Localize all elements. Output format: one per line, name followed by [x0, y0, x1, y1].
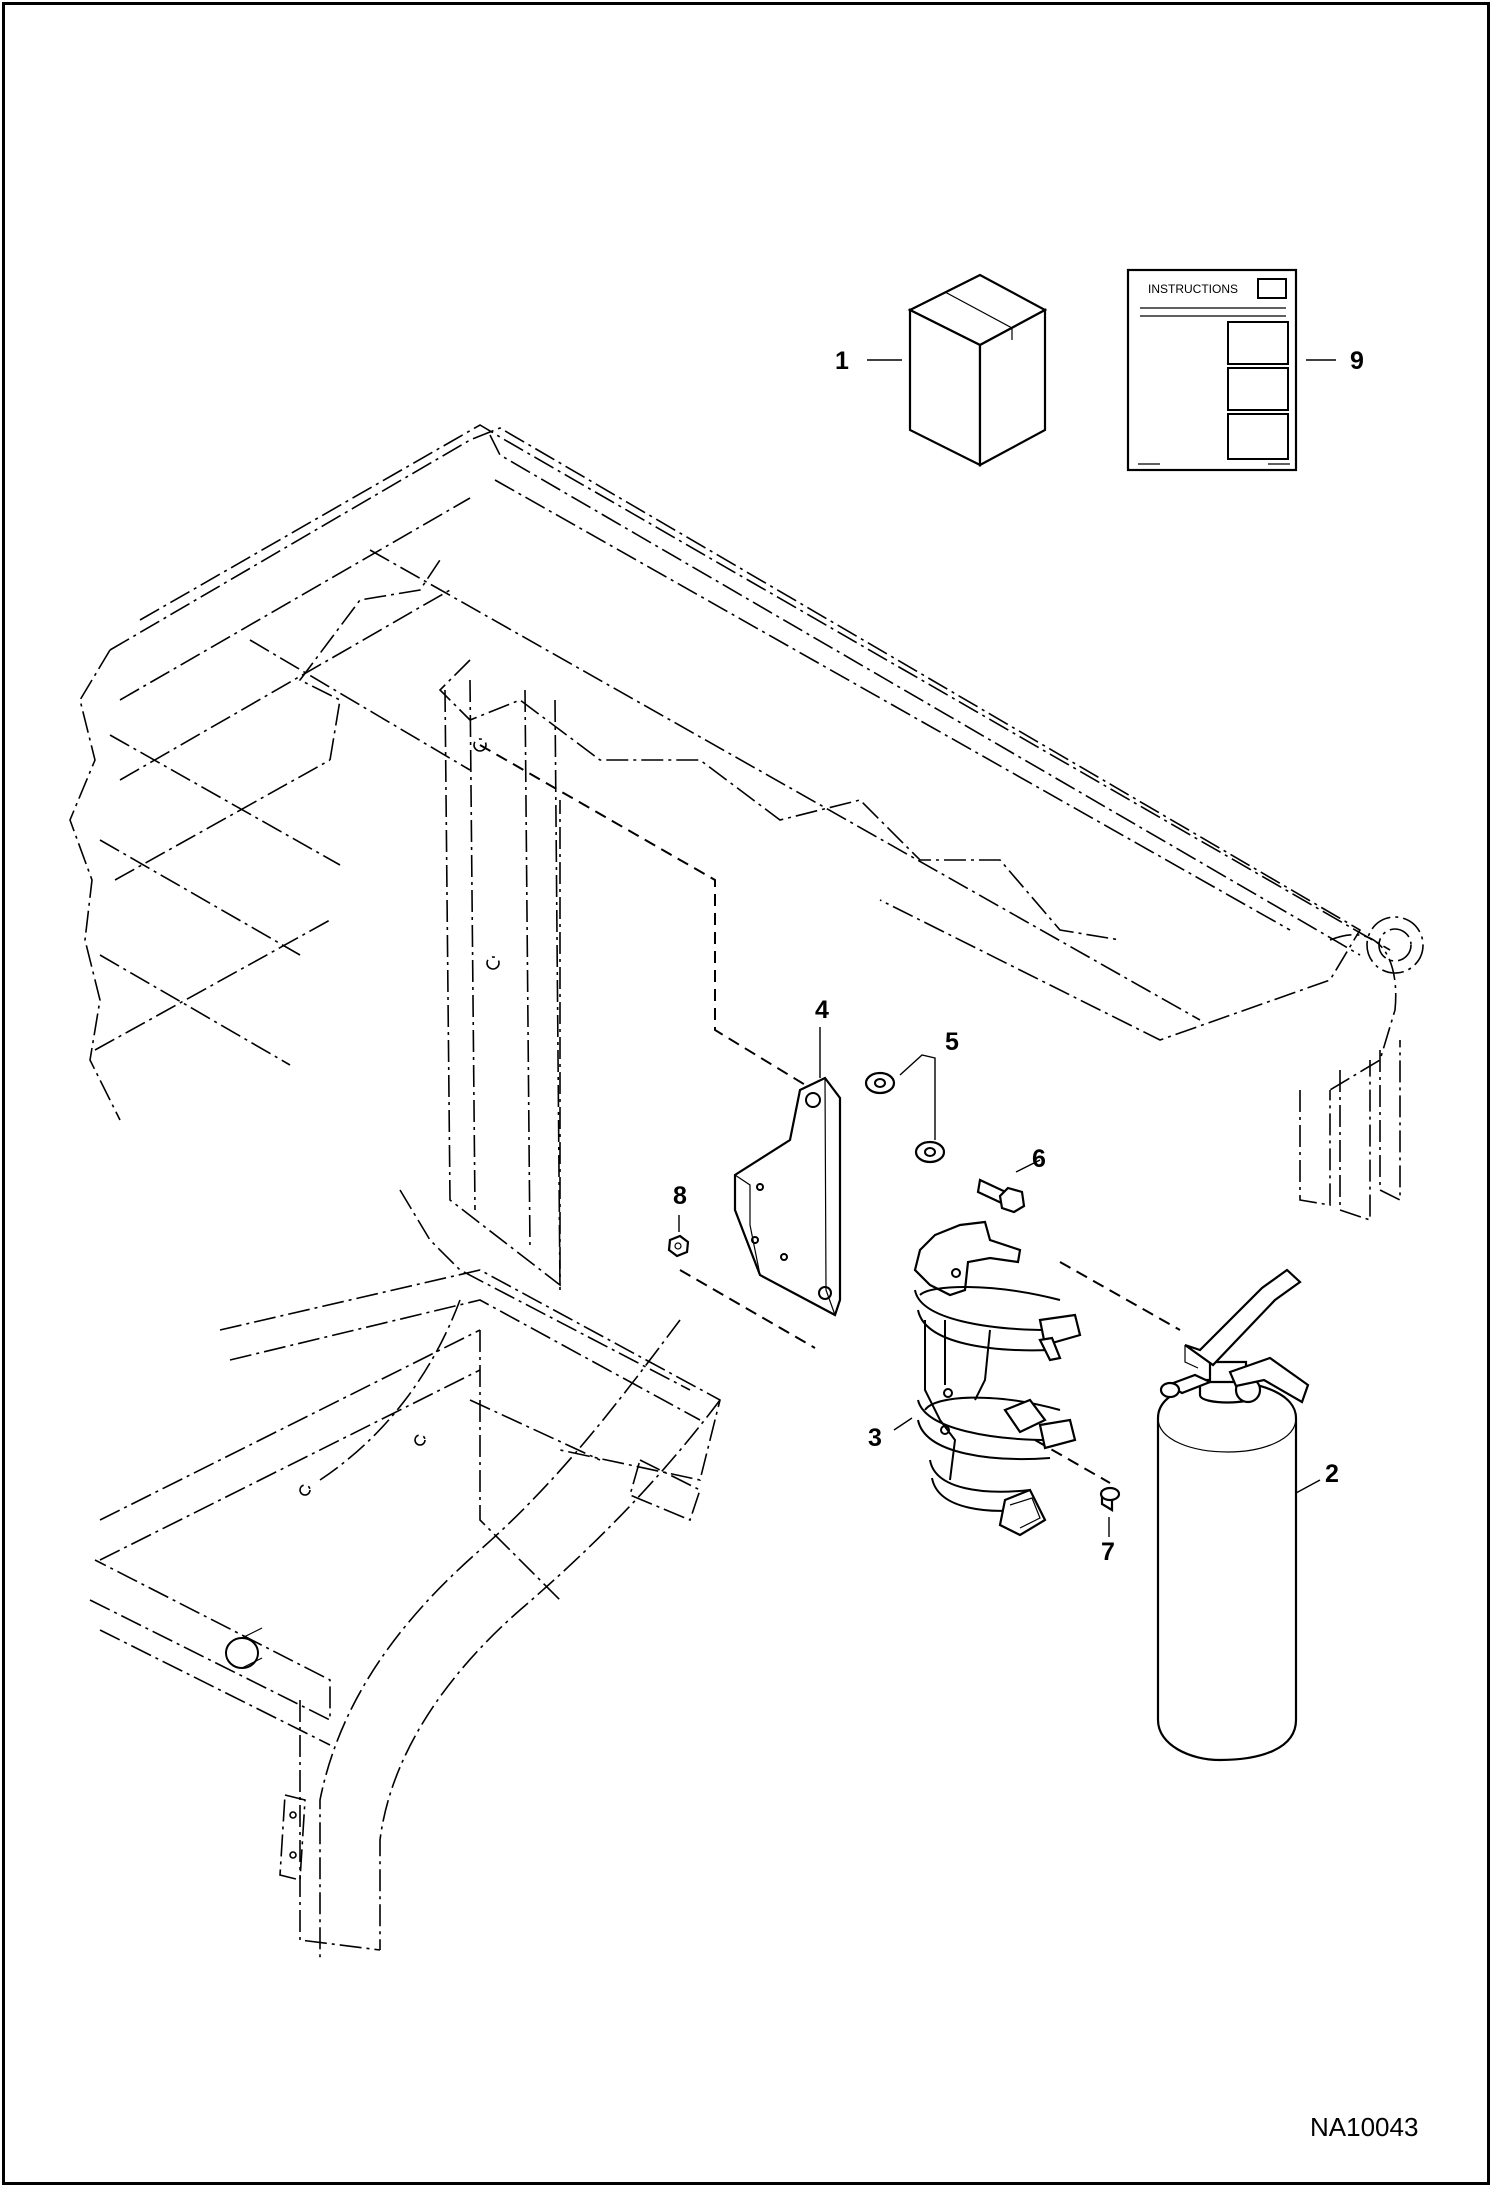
callout-7: 7 [1101, 1538, 1115, 1566]
callout-1: 1 [835, 347, 849, 375]
callout-numbers: 1 2 3 4 5 6 7 8 9 [673, 347, 1364, 1566]
machine-phantom-outline [69, 424, 1424, 1960]
callout-9: 9 [1350, 347, 1364, 375]
callout-8: 8 [673, 1182, 687, 1210]
assembly-dashed-lines [479, 744, 1181, 1484]
washers [864, 1071, 946, 1164]
bolt [976, 1178, 1026, 1214]
callout-2: 2 [1325, 1460, 1339, 1488]
callout-4: 4 [815, 996, 829, 1024]
kit-box [907, 273, 1048, 467]
callout-6: 6 [1032, 1145, 1046, 1173]
mounting-bracket [733, 1076, 842, 1317]
extinguisher-bracket [913, 1220, 1082, 1537]
screw [1099, 1486, 1121, 1512]
instructions-title: INSTRUCTIONS [1148, 282, 1238, 296]
drawing-code: NA10043 [1310, 2112, 1418, 2142]
callout-leaders [678, 359, 1336, 1537]
instructions-sheet [1126, 268, 1298, 472]
fire-extinguisher [1156, 1268, 1310, 1762]
callout-5: 5 [945, 1028, 959, 1056]
callout-3: 3 [868, 1424, 882, 1452]
nut [667, 1234, 690, 1258]
